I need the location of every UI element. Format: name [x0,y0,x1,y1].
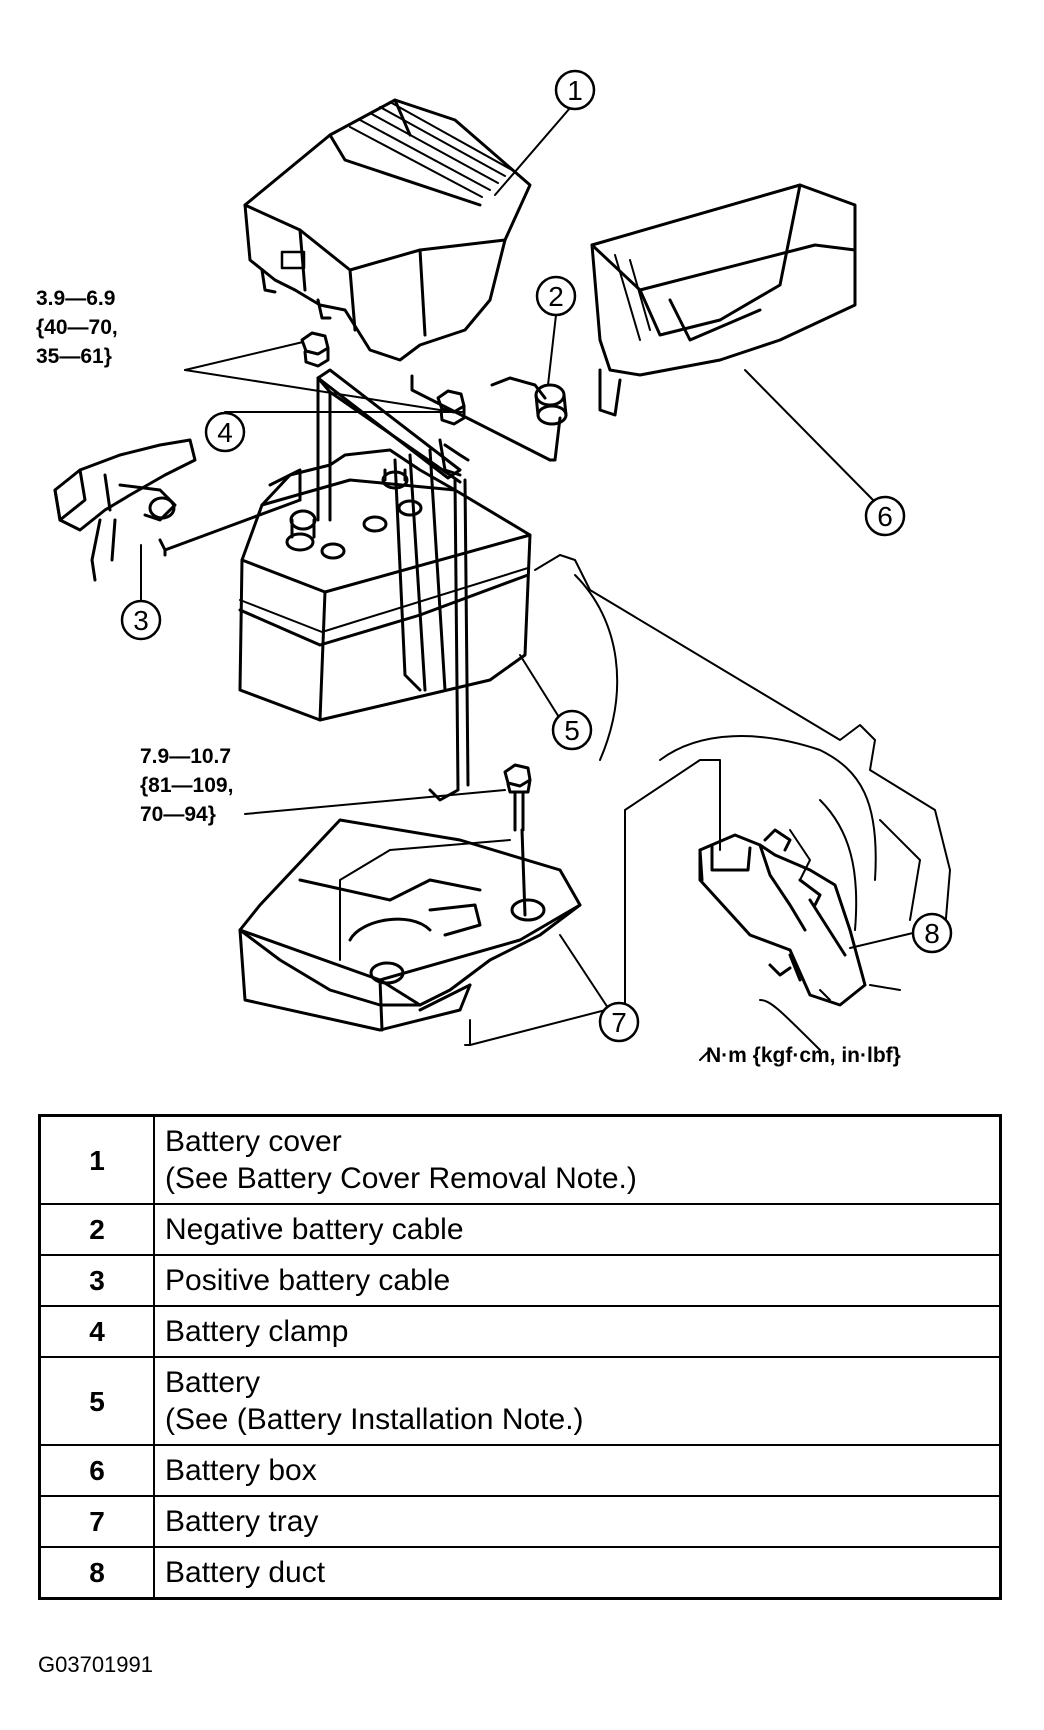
part-description: Battery box [153,1444,1002,1497]
nut-drawing [300,331,466,426]
callout-8: 8 [911,912,953,954]
battery-tray-drawing [238,818,582,1032]
table-row: 5 Battery (See (Battery Installation Not… [38,1356,1002,1446]
part-number: 8 [38,1546,155,1600]
tray-bolt-drawing [503,763,532,917]
torque-spec-line: {81—109, [140,774,234,797]
part-description: Battery (See (Battery Installation Note.… [153,1356,1002,1446]
parts-table: 1 Battery cover (See Battery Cover Remov… [38,1114,1002,1600]
callout-4: 4 [204,411,246,453]
part-number: 6 [38,1444,155,1497]
positive-cable-drawing [53,438,302,582]
torque-spec-line: 3.9—6.9 [36,287,116,310]
torque-spec-line: {40—70, [36,316,118,339]
part-number: 1 [38,1114,155,1205]
svg-text:4: 4 [217,417,233,448]
callout-circles: 1 2 3 4 5 6 7 8 [120,69,953,1043]
svg-text:3: 3 [133,605,149,636]
callout-3: 3 [120,599,162,641]
part-number: 4 [38,1305,155,1358]
figure-code: G03701991 [38,1652,153,1677]
part-name: Battery clamp [165,1315,349,1348]
body-panel-outline [534,554,951,991]
part-description: Positive battery cable [153,1254,1002,1307]
part-name: Battery duct [165,1556,326,1589]
torque-spec-line: 70—94} [140,803,216,826]
svg-text:1: 1 [567,75,583,106]
part-number: 2 [38,1203,155,1256]
part-description: Battery duct [153,1546,1002,1600]
torque-units-label: N·m {kgf·cm, in·lbf} [706,1044,901,1067]
table-row: 4 Battery clamp [38,1305,1002,1358]
part-name: Battery box [165,1454,317,1487]
callout-7: 7 [598,1001,640,1043]
battery-cover-drawing [243,98,532,362]
callout-6: 6 [864,495,906,537]
part-number: 3 [38,1254,155,1307]
battery-clamp-drawing [316,368,470,802]
part-name: Battery cover [165,1125,342,1158]
part-number: 5 [38,1356,155,1446]
part-note: (See (Battery Installation Note.) [165,1403,584,1436]
callout-1: 1 [554,69,596,111]
callout-5: 5 [551,709,593,751]
negative-cable-drawing [410,374,568,462]
part-description: Battery tray [153,1495,1002,1548]
battery-duct-drawing [698,828,867,1007]
svg-text:5: 5 [564,715,580,746]
part-description: Battery cover (See Battery Cover Removal… [153,1114,1002,1205]
battery-drawing [238,448,532,722]
svg-text:2: 2 [548,281,564,312]
svg-text:7: 7 [611,1007,627,1038]
part-description: Negative battery cable [153,1203,1002,1256]
part-note: (See Battery Cover Removal Note.) [165,1162,637,1195]
table-row: 1 Battery cover (See Battery Cover Remov… [38,1114,1002,1205]
svg-text:6: 6 [877,501,893,532]
callout-2: 2 [535,275,577,317]
torque-spec-upper: 3.9—6.9 {40—70, 35—61} [36,284,118,371]
part-number: 7 [38,1495,155,1548]
battery-box-drawing [590,183,857,417]
part-name: Battery tray [165,1505,319,1538]
part-name: Battery [165,1366,261,1399]
table-row: 3 Positive battery cable [38,1254,1002,1307]
leader-lines [140,107,914,1018]
svg-text:8: 8 [924,918,940,949]
torque-spec-line: 35—61} [36,345,112,368]
part-name: Negative battery cable [165,1213,464,1246]
torque-spec-line: 7.9—10.7 [140,745,232,768]
part-description: Battery clamp [153,1305,1002,1358]
torque-spec-lower: 7.9—10.7 {81—109, 70—94} [140,742,233,829]
part-name: Positive battery cable [165,1264,451,1297]
table-row: 8 Battery duct [38,1546,1002,1600]
table-row: 7 Battery tray [38,1495,1002,1548]
connection-lines [339,759,831,1061]
table-row: 6 Battery box [38,1444,1002,1497]
table-row: 2 Negative battery cable [38,1203,1002,1256]
exploded-diagram: 1 2 3 4 5 6 7 8 [53,69,953,1061]
